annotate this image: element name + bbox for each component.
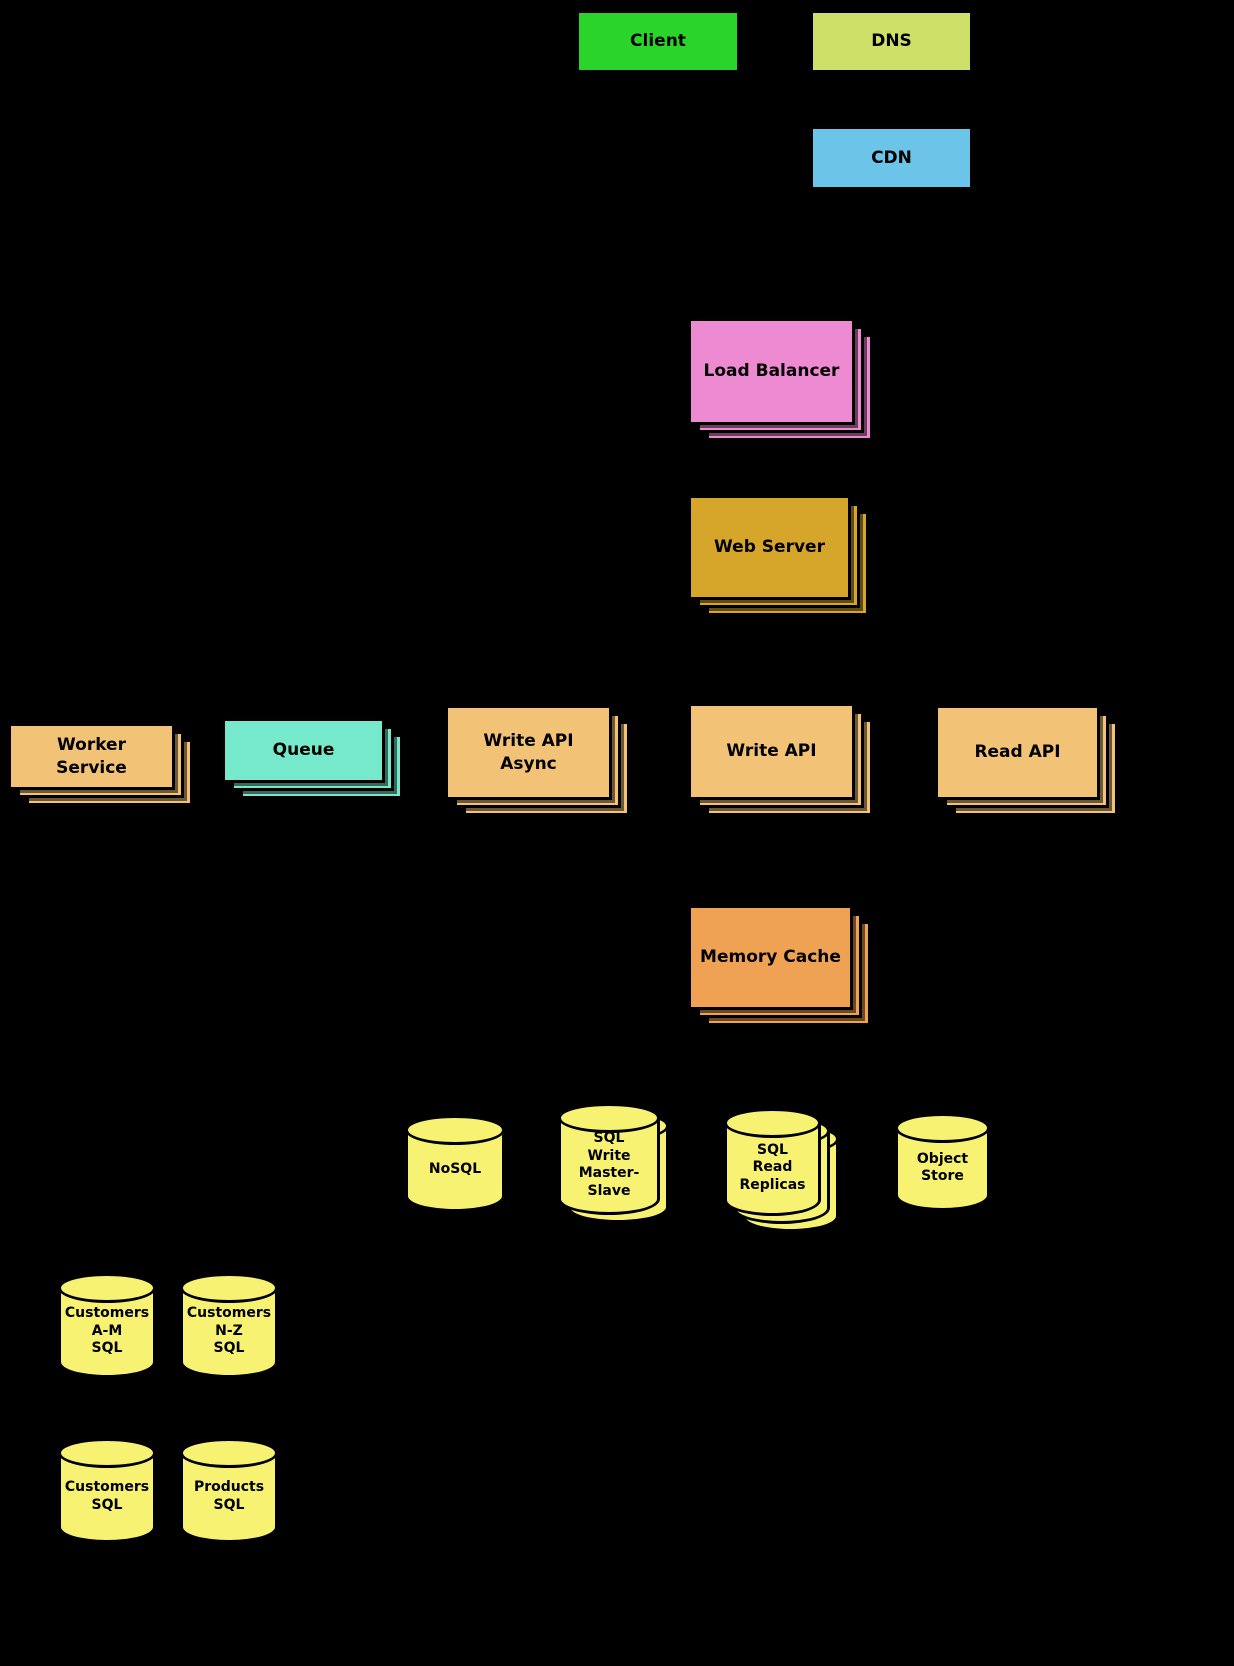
node-customers-sql: Customers SQL xyxy=(58,1438,156,1543)
cylinder-top-customers-nz-sql xyxy=(180,1273,278,1303)
node-label-nosql: NoSQL xyxy=(428,1160,482,1177)
node-nosql: NoSQL xyxy=(405,1115,505,1212)
cylinder-top-nosql xyxy=(405,1115,505,1145)
node-label-products-sql: Products SQL xyxy=(193,1479,265,1513)
node-products-sql: Products SQL xyxy=(180,1438,278,1543)
node-label-customers-nz-sql: Customers N-Z SQL xyxy=(186,1305,272,1357)
node-label-worker-service: Worker Service xyxy=(56,735,127,778)
node-label-sql-read: SQL Read Replicas xyxy=(739,1141,806,1193)
node-object-store: Object Store xyxy=(895,1113,990,1211)
node-label-cdn: CDN xyxy=(871,147,912,168)
node-client: Client xyxy=(576,10,740,73)
cylinder-top-customers-am-sql xyxy=(58,1273,156,1303)
cylinder-top-products-sql xyxy=(180,1438,278,1468)
node-label-customers-am-sql: Customers A-M SQL xyxy=(64,1305,150,1357)
node-sql-write: SQL Write Master- Slave xyxy=(558,1103,660,1215)
node-label-customers-sql: Customers SQL xyxy=(64,1479,150,1513)
node-label-memory-cache: Memory Cache xyxy=(700,947,841,968)
node-worker-service: Worker Service xyxy=(8,723,175,790)
node-label-dns: DNS xyxy=(871,31,912,52)
node-label-read-api: Read API xyxy=(974,742,1061,763)
node-label-load-balancer: Load Balancer xyxy=(703,361,840,382)
node-label-write-api-async: Write API Async xyxy=(483,731,574,774)
cylinder-top-customers-sql xyxy=(58,1438,156,1468)
node-read-api: Read API xyxy=(935,705,1100,800)
node-queue: Queue xyxy=(222,718,385,783)
node-cdn: CDN xyxy=(810,126,973,190)
node-customers-am-sql: Customers A-M SQL xyxy=(58,1273,156,1378)
node-sql-read: SQL Read Replicas xyxy=(724,1108,821,1216)
node-customers-nz-sql: Customers N-Z SQL xyxy=(180,1273,278,1378)
node-label-web-server: Web Server xyxy=(714,537,825,558)
cylinder-top-sql-read xyxy=(724,1108,821,1138)
node-label-client: Client xyxy=(630,31,686,52)
node-label-object-store: Object Store xyxy=(916,1150,969,1185)
node-load-balancer: Load Balancer xyxy=(688,318,855,425)
node-label-sql-write: SQL Write Master- Slave xyxy=(578,1130,640,1199)
cylinder-top-sql-write xyxy=(558,1103,660,1133)
node-dns: DNS xyxy=(810,10,973,73)
cylinder-top-object-store xyxy=(895,1113,990,1143)
node-write-api-async: Write API Async xyxy=(445,705,612,800)
node-label-write-api: Write API xyxy=(726,741,817,762)
node-label-queue: Queue xyxy=(272,740,335,761)
node-web-server: Web Server xyxy=(688,495,851,600)
node-write-api: Write API xyxy=(688,703,855,800)
node-memory-cache: Memory Cache xyxy=(688,905,853,1010)
